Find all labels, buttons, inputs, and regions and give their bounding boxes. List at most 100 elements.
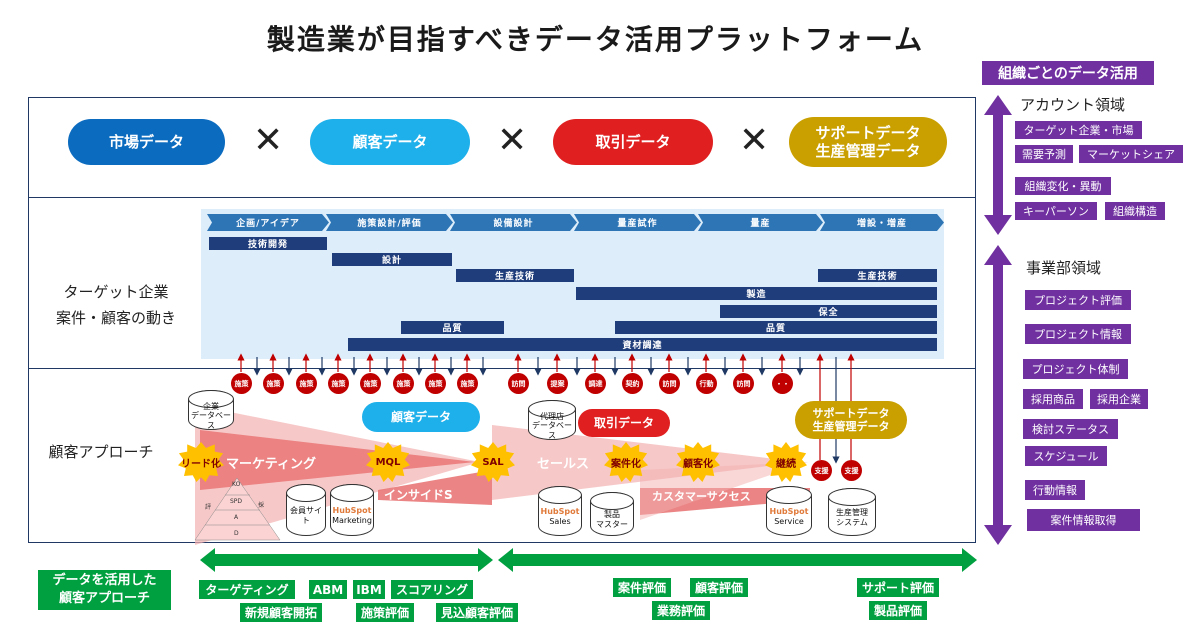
target-row-label: ターゲット企業 案件・顧客の動き xyxy=(55,283,176,327)
account-tag: マーケットシェア xyxy=(1079,145,1183,163)
phase-step: 量産 xyxy=(698,214,823,231)
division-area-title: 事業部領域 xyxy=(1026,259,1102,277)
times-icon: ✕ xyxy=(253,120,284,161)
gantt-bar: 保全 xyxy=(720,305,937,318)
times-icon: ✕ xyxy=(497,120,528,161)
market-data-pill: 市場データ xyxy=(68,119,225,165)
pyramid-label: KO xyxy=(232,481,241,488)
deal-data-label: 取引データ xyxy=(578,409,670,437)
sidebar-header: 組織ごとのデータ活用 xyxy=(982,61,1154,85)
division-tag: 採用企業 xyxy=(1090,389,1148,409)
division-tag: 検討ステータス xyxy=(1023,419,1118,439)
account-tag: キーパーソン xyxy=(1015,202,1097,220)
touchpoint-dot: 施策 xyxy=(296,373,317,394)
divider-2 xyxy=(28,368,976,369)
support-data-pill: サポートデータ 生産管理データ xyxy=(789,117,947,167)
touchpoint-dot: 調達 xyxy=(585,373,606,394)
touchpoint-dot: 施策 xyxy=(457,373,478,394)
touchpoint-dot: 施策 xyxy=(231,373,252,394)
approach-row-label: 顧客アプローチ xyxy=(48,443,154,461)
touchpoint-dot: 支援 xyxy=(841,460,862,481)
touchpoint-dot: 提案 xyxy=(547,373,568,394)
division-tag: プロジェクト評価 xyxy=(1025,290,1131,310)
pyramid-label: 採 xyxy=(258,502,265,509)
touchpoint-dot: 施策 xyxy=(360,373,381,394)
bottom-tag: 顧客評価 xyxy=(690,578,748,597)
division-tag: 行動情報 xyxy=(1025,480,1085,500)
gantt-bar: 品質 xyxy=(615,321,937,334)
bottom-tag: 見込顧客評価 xyxy=(436,603,518,622)
bottom-tag: 案件評価 xyxy=(613,578,671,597)
gantt-background xyxy=(201,209,944,359)
phase-step: 増設・増産 xyxy=(820,214,944,231)
phase-step: 企画/アイデア xyxy=(207,214,329,231)
gantt-bar: 生産技術 xyxy=(818,269,937,282)
division-tag: 採用商品 xyxy=(1023,389,1083,409)
times-icon: ✕ xyxy=(739,120,770,161)
touchpoint-dot: 施策 xyxy=(328,373,349,394)
divider-1 xyxy=(28,197,976,198)
marketing-label: マーケティング xyxy=(226,457,316,472)
touchpoint-dot: 訪問 xyxy=(659,373,680,394)
member-site-db: 会員サイト xyxy=(286,484,326,536)
main-frame xyxy=(28,97,976,543)
product-master-db: 製品 マスター xyxy=(590,492,634,536)
account-tag: 需要予測 xyxy=(1015,145,1073,163)
pyramid-label: A xyxy=(234,514,239,521)
touchpoint-dot: 施策 xyxy=(393,373,414,394)
bottom-tag: ターゲティング xyxy=(199,580,295,599)
division-tag: スケジュール xyxy=(1025,446,1107,466)
gantt-bar: 技術開発 xyxy=(209,237,327,250)
pyramid-label: 評 xyxy=(205,504,212,511)
bottom-tag: IBM xyxy=(353,580,385,599)
bottom-tag: 業務評価 xyxy=(652,601,710,620)
production-system-db: 生産管理 システム xyxy=(828,488,876,536)
support-data-label: サポートデータ 生産管理データ xyxy=(795,401,907,439)
touchpoint-dot: 訪問 xyxy=(733,373,754,394)
account-tag: ターゲット企業・市場 xyxy=(1015,121,1142,139)
gantt-bar: 生産技術 xyxy=(456,269,574,282)
touchpoint-dot: 訪問 xyxy=(508,373,529,394)
customer-data-pill: 顧客データ xyxy=(310,119,470,165)
bottom-tag: サポート評価 xyxy=(857,578,939,597)
bottom-label: データを活用した 顧客アプローチ xyxy=(38,570,171,610)
division-tag: プロジェクト情報 xyxy=(1025,324,1131,344)
account-tag: 組織構造 xyxy=(1105,202,1165,220)
touchpoint-dot: 契約 xyxy=(622,373,643,394)
touchpoint-dot: 行動 xyxy=(696,373,717,394)
gantt-bar: 品質 xyxy=(401,321,504,334)
sales-label: セールス xyxy=(537,457,590,472)
phase-step: 量産試作 xyxy=(574,214,701,231)
phase-step: 設備設計 xyxy=(450,214,577,231)
account-tag: 組織変化・異動 xyxy=(1015,177,1111,195)
pyramid-label: SPD xyxy=(230,498,243,505)
touchpoint-dot: ・・ xyxy=(772,373,793,394)
gantt-bar: 製造 xyxy=(576,287,937,300)
bottom-tag: 施策評価 xyxy=(356,603,414,622)
gantt-bar: 設計 xyxy=(332,253,452,266)
deal-data-pill: 取引データ xyxy=(553,119,713,165)
bottom-tag: 製品評価 xyxy=(869,601,927,620)
pyramid-label: D xyxy=(234,530,239,537)
customer-success-label: カスタマーサクセス xyxy=(652,490,751,503)
bottom-tag: 新規顧客開拓 xyxy=(240,603,322,622)
company-database: 企業 データベース xyxy=(188,390,234,430)
gantt-bar: 資材調達 xyxy=(348,338,937,351)
phase-step: 施策設計/評価 xyxy=(326,214,453,231)
touchpoint-dot: 施策 xyxy=(425,373,446,394)
division-tag: プロジェクト体制 xyxy=(1023,359,1128,379)
bottom-tag: スコアリング xyxy=(391,580,473,599)
page-title: 製造業が目指すべきデータ活用プラットフォーム xyxy=(266,23,925,56)
bottom-tag: ABM xyxy=(309,580,347,599)
touchpoint-dot: 施策 xyxy=(263,373,284,394)
inside-sales-label: インサイドS xyxy=(384,488,453,502)
division-tag: 案件情報取得 xyxy=(1027,509,1140,531)
customer-data-label: 顧客データ xyxy=(362,402,480,432)
agency-database: 代理店 データベース xyxy=(528,400,576,440)
account-area-title: アカウント領域 xyxy=(1020,96,1126,114)
touchpoint-dot: 支援 xyxy=(811,460,832,481)
